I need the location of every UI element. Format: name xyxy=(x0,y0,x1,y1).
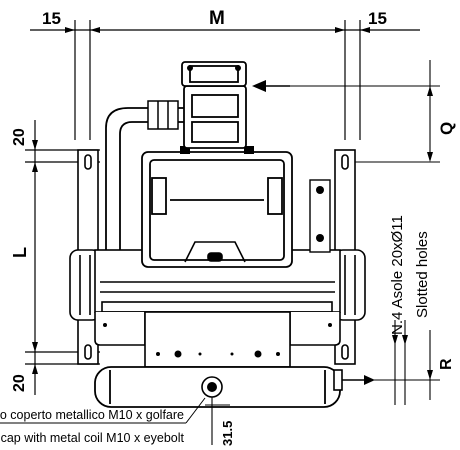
inlet-arrow xyxy=(252,80,290,92)
dim-left-center: L xyxy=(10,247,30,258)
dim-right-q: Q xyxy=(437,122,456,135)
dim-bottom-offset: 31.5 xyxy=(220,421,235,446)
eyebolt-plug xyxy=(201,376,223,398)
bottom-dimension-lines xyxy=(205,397,230,445)
right-dimension-arrows xyxy=(392,86,433,380)
housing-bolts xyxy=(180,146,254,154)
side-plate xyxy=(309,179,331,253)
valve-block xyxy=(183,85,247,149)
dim-left-top: 20 xyxy=(11,128,28,146)
outlet-arrow xyxy=(342,375,375,385)
eyebolt-leader xyxy=(0,397,206,424)
dim-right-r: R xyxy=(438,358,455,370)
mounting-holes xyxy=(103,323,332,358)
hose-pipe xyxy=(105,107,184,250)
lower-body xyxy=(94,311,341,368)
left-side-cylinder xyxy=(69,249,101,321)
main-housing xyxy=(141,151,293,268)
note-eyebolt-en: Plug eye cap with metal coil M10 x eyebo… xyxy=(0,431,185,445)
dim-top-right: 15 xyxy=(368,9,387,28)
valve-top-cap xyxy=(181,61,247,87)
note-eyebolt-it: Tappo occhiello e cappuccio coperto meta… xyxy=(0,408,184,422)
note-slots-it: N.4 Asole 20xØ11 xyxy=(389,215,406,335)
dim-top-center: M xyxy=(209,8,225,29)
left-dimension-arrows xyxy=(32,140,38,374)
hose-fitting xyxy=(147,100,179,130)
outlet-pipe xyxy=(333,369,343,391)
dim-left-bottom: 20 xyxy=(11,374,28,392)
housing-handle xyxy=(184,241,246,263)
note-slots-en: Slotted holes xyxy=(414,231,431,318)
valve-top-bolts xyxy=(187,65,241,71)
top-dimension-arrows xyxy=(65,27,370,33)
dim-top-left: 15 xyxy=(42,9,61,28)
side-plate-bolts xyxy=(316,186,324,242)
